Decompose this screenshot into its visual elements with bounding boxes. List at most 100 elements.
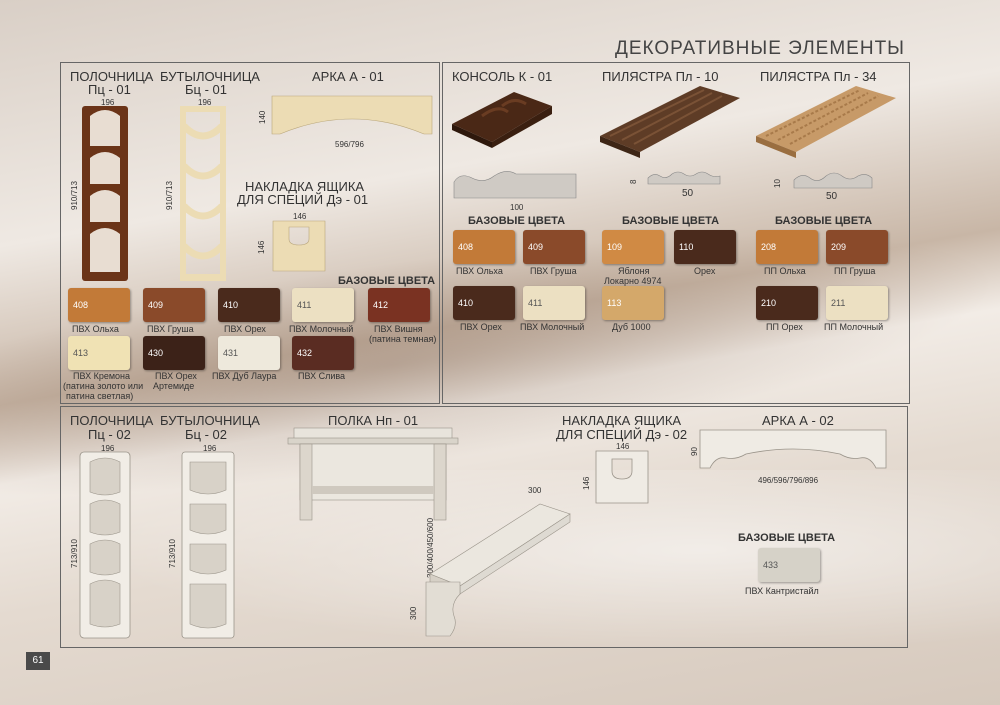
arka-02-name: АРКА А - 02 — [762, 413, 834, 428]
swatch-110-pil10-label: Орех — [694, 266, 716, 276]
swatch-431-tl: 431 — [218, 336, 280, 370]
butylochnitsa-01-code: Бц - 01 — [185, 82, 227, 97]
polka-height: 300 — [409, 606, 418, 620]
konsol-image — [452, 92, 552, 148]
butylochnitsa-01-image — [180, 106, 226, 281]
panel-top-right — [442, 62, 910, 404]
bottom-colors-title: БАЗОВЫЕ ЦВЕТА — [738, 532, 836, 544]
pil34-colors-title: БАЗОВЫЕ ЦВЕТА — [775, 215, 873, 227]
pil34-image — [756, 86, 896, 158]
nakladka-01-line1: НАКЛАДКА ЯЩИКА — [245, 179, 365, 194]
pil10-profile — [647, 171, 721, 185]
swatch-208-pil34-label: ПП Ольха — [764, 266, 806, 276]
polochnitsa-01-width: 196 — [101, 98, 115, 107]
swatch-110-pil10: 110 — [674, 230, 736, 264]
swatch-109-pil10-label: Яблоня — [618, 266, 650, 276]
swatch-109-pil10-label2: Локарно 4974 — [604, 276, 662, 286]
nakladka-02-width: 146 — [616, 442, 630, 451]
arka-02-width: 496/596/796/896 — [758, 476, 819, 485]
swatch-408-tl: 408 — [68, 288, 130, 322]
pil34-width: 50 — [826, 191, 838, 202]
pil10-height: 8 — [629, 179, 638, 184]
butylochnitsa-02-image — [181, 451, 235, 639]
swatch-410-tl: 410 — [218, 288, 280, 322]
swatch-209-pil34-label: ПП Груша — [834, 266, 876, 276]
panel-bottom — [60, 406, 908, 648]
top-left-colors-title: БАЗОВЫЕ ЦВЕТА — [338, 275, 436, 287]
swatch-431-tl-label: ПВХ Дуб Лаура — [212, 371, 277, 381]
swatch-410-konsol: 410 — [453, 286, 515, 320]
konsol-profile — [453, 171, 577, 199]
swatch-113-pil10: 113 — [602, 286, 664, 320]
swatch-411-tl: 411 — [292, 288, 354, 322]
butylochnitsa-01-width: 196 — [198, 98, 212, 107]
panel-top-left — [60, 62, 440, 404]
pil10-name: ПИЛЯСТРА Пл - 10 — [602, 69, 719, 84]
swatch-430-tl: 430 — [143, 336, 205, 370]
swatch-413-tl-label2: (патина золото или — [63, 381, 144, 391]
arka-01-image — [271, 95, 433, 135]
nakladka-02-line2: ДЛЯ СПЕЦИЙ Дэ - 02 — [556, 427, 688, 442]
swatch-412-tl-label2: (патина темная) — [369, 334, 437, 344]
swatch-413-tl-label3: патина светлая) — [66, 391, 134, 401]
polochnitsa-02-image — [79, 451, 131, 639]
swatch-413-tl-label: ПВХ Кремона — [73, 371, 131, 381]
swatch-411-tl-label: ПВХ Молочный — [289, 324, 354, 334]
arka-02-height: 90 — [690, 447, 699, 456]
swatch-409-konsol-label: ПВХ Груша — [530, 266, 577, 276]
swatch-410-tl-label: ПВХ Орех — [224, 324, 266, 334]
swatch-409-tl-label: ПВХ Груша — [147, 324, 194, 334]
pil34-name: ПИЛЯСТРА Пл - 34 — [760, 69, 877, 84]
nakladka-01-line2: ДЛЯ СПЕЦИЙ Дэ - 01 — [237, 192, 369, 207]
swatch-408-tl-label: ПВХ Ольха — [72, 324, 119, 334]
nakladka-01-height: 146 — [257, 240, 266, 254]
butylochnitsa-01-height: 910/713 — [165, 181, 174, 210]
swatch-211-pil34: 211 — [826, 286, 888, 320]
polochnitsa-02-height: 713/910 — [70, 539, 79, 568]
pil34-profile — [793, 172, 873, 189]
polochnitsa-02-name: ПОЛОЧНИЦА — [70, 413, 154, 428]
swatch-410-konsol-label: ПВХ Орех — [460, 322, 502, 332]
pil10-image — [600, 86, 740, 158]
butylochnitsa-02-name: БУТЫЛОЧНИЦА — [160, 413, 260, 428]
swatch-412-tl: 412 — [368, 288, 430, 322]
butylochnitsa-02-height: 713/910 — [168, 539, 177, 568]
polochnitsa-02-code: Пц - 02 — [88, 427, 131, 442]
arka-01-name: АРКА А - 01 — [312, 69, 384, 84]
swatch-209-pil34: 209 — [826, 230, 888, 264]
pil10-colors-title: БАЗОВЫЕ ЦВЕТА — [622, 215, 720, 227]
nakladka-02-image — [595, 450, 649, 504]
background-highlight — [0, 470, 1000, 670]
swatch-430-tl-label: ПВХ Орех — [155, 371, 197, 381]
swatch-411-konsol: 411 — [523, 286, 585, 320]
polka-name: ПОЛКА Нп - 01 — [328, 413, 419, 428]
nakladka-01-width: 146 — [293, 212, 307, 221]
swatch-408-konsol: 408 — [453, 230, 515, 264]
swatch-430-tl-label2: Артемиде — [153, 381, 195, 391]
polochnitsa-01-name: ПОЛОЧНИЦА — [70, 69, 154, 84]
butylochnitsa-02-code: Бц - 02 — [185, 427, 227, 442]
polka-depth: 300 — [528, 486, 542, 495]
swatch-210-pil34-label: ПП Орех — [766, 322, 803, 332]
swatch-409-konsol: 409 — [523, 230, 585, 264]
swatch-113-pil10-label: Дуб 1000 — [612, 322, 651, 332]
butylochnitsa-02-width: 196 — [203, 444, 217, 453]
polka-side-image — [425, 503, 571, 637]
swatch-109-pil10: 109 — [602, 230, 664, 264]
pil34-height: 10 — [773, 179, 782, 188]
swatch-409-tl: 409 — [143, 288, 205, 322]
swatch-432-tl: 432 — [292, 336, 354, 370]
nakladka-01-image — [272, 220, 326, 272]
page-number: 61 — [26, 652, 50, 670]
polochnitsa-01-image — [82, 106, 128, 281]
swatch-211-pil34-label: ПП Молочный — [824, 322, 884, 332]
konsol-name: КОНСОЛЬ К - 01 — [452, 69, 553, 84]
swatch-208-pil34: 208 — [756, 230, 818, 264]
swatch-433-label: ПВХ Кантристайл — [745, 586, 819, 596]
swatch-433: 433 — [758, 548, 820, 582]
swatch-412-tl-label: ПВХ Вишня — [374, 324, 423, 334]
polochnitsa-01-code: Пц - 01 — [88, 82, 131, 97]
polka-front-image — [287, 427, 459, 521]
butylochnitsa-01-name: БУТЫЛОЧНИЦА — [160, 69, 260, 84]
pil10-width: 50 — [682, 188, 694, 199]
